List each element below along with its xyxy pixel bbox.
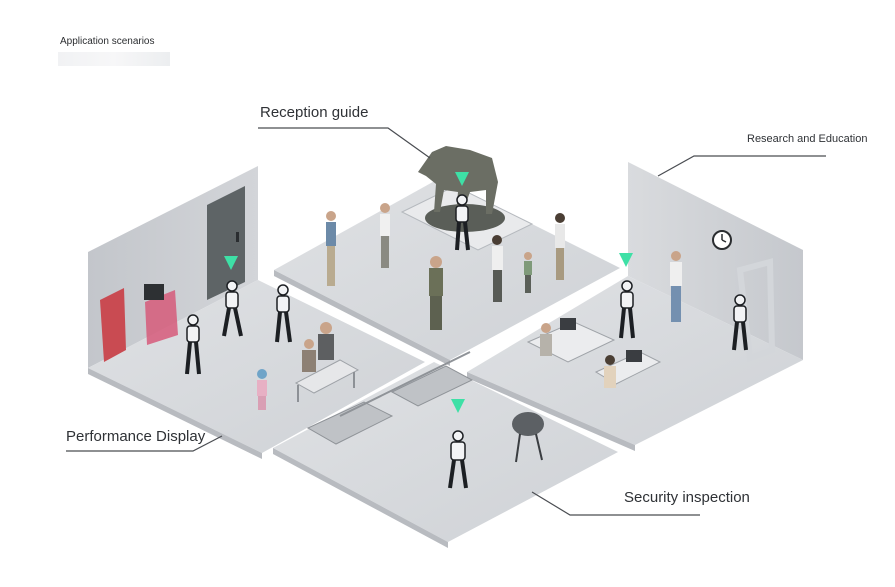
student	[604, 355, 616, 388]
label-reception-guide: Reception guide	[260, 104, 369, 121]
location-marker-icon	[224, 256, 238, 270]
performance-floor	[88, 280, 425, 453]
visitor	[380, 203, 390, 268]
performance-room	[88, 166, 425, 459]
visitor	[492, 235, 503, 302]
target-board-pattern	[145, 290, 178, 345]
security-floor-edge	[273, 448, 448, 548]
reception-leader	[258, 127, 431, 159]
visitor	[326, 211, 336, 286]
student	[540, 323, 552, 356]
humanoid-robot-icon	[455, 194, 470, 251]
research-wall	[628, 162, 803, 360]
research-room	[467, 162, 803, 451]
location-marker-icon	[455, 172, 469, 186]
robots	[185, 194, 748, 489]
cement-mixer	[512, 412, 544, 436]
visitor	[555, 213, 565, 280]
researcher	[670, 251, 682, 322]
humanoid-robot-icon	[185, 314, 201, 375]
reception-floor	[274, 178, 620, 360]
training-rack	[736, 258, 776, 363]
research-leader	[657, 155, 826, 177]
child	[257, 369, 267, 410]
humanoid-robot-icon	[448, 430, 468, 489]
visitor	[429, 256, 443, 330]
label-research-education: Research and Education	[747, 133, 868, 145]
label-security-inspection: Security inspection	[624, 489, 750, 506]
humanoid-robot-icon	[222, 280, 243, 337]
humanoid-robot-icon	[619, 280, 635, 339]
equipment-box	[144, 284, 164, 300]
pipe-stack-2	[390, 365, 474, 407]
bench	[294, 359, 360, 394]
audience	[302, 339, 316, 372]
humanoid-robot-icon	[275, 284, 292, 343]
page-title: Application scenarios	[60, 36, 155, 47]
reception-floor-edge	[274, 270, 450, 366]
location-marker-icon	[451, 399, 465, 413]
leader-lines	[66, 127, 826, 516]
security-room	[273, 351, 618, 548]
humanoid-robot-icon	[732, 294, 748, 351]
performance-floor-edge	[88, 368, 262, 459]
reception-room	[274, 146, 620, 366]
horse-statue-icon	[418, 146, 498, 214]
location-marker-icon	[619, 253, 633, 267]
header-underline	[58, 52, 170, 66]
audience	[318, 322, 334, 360]
pipe-stack-1	[306, 401, 394, 445]
door-handle	[236, 232, 239, 242]
child	[524, 252, 532, 293]
target-board	[100, 288, 126, 362]
performance-leader	[66, 435, 223, 452]
door	[207, 186, 245, 300]
research-floor-edge	[467, 372, 635, 451]
laptop-2	[626, 350, 642, 362]
label-performance-display: Performance Display	[66, 428, 206, 445]
laptop-1	[560, 318, 576, 330]
markers	[224, 172, 633, 413]
security-leader	[531, 491, 700, 516]
people	[257, 203, 682, 410]
